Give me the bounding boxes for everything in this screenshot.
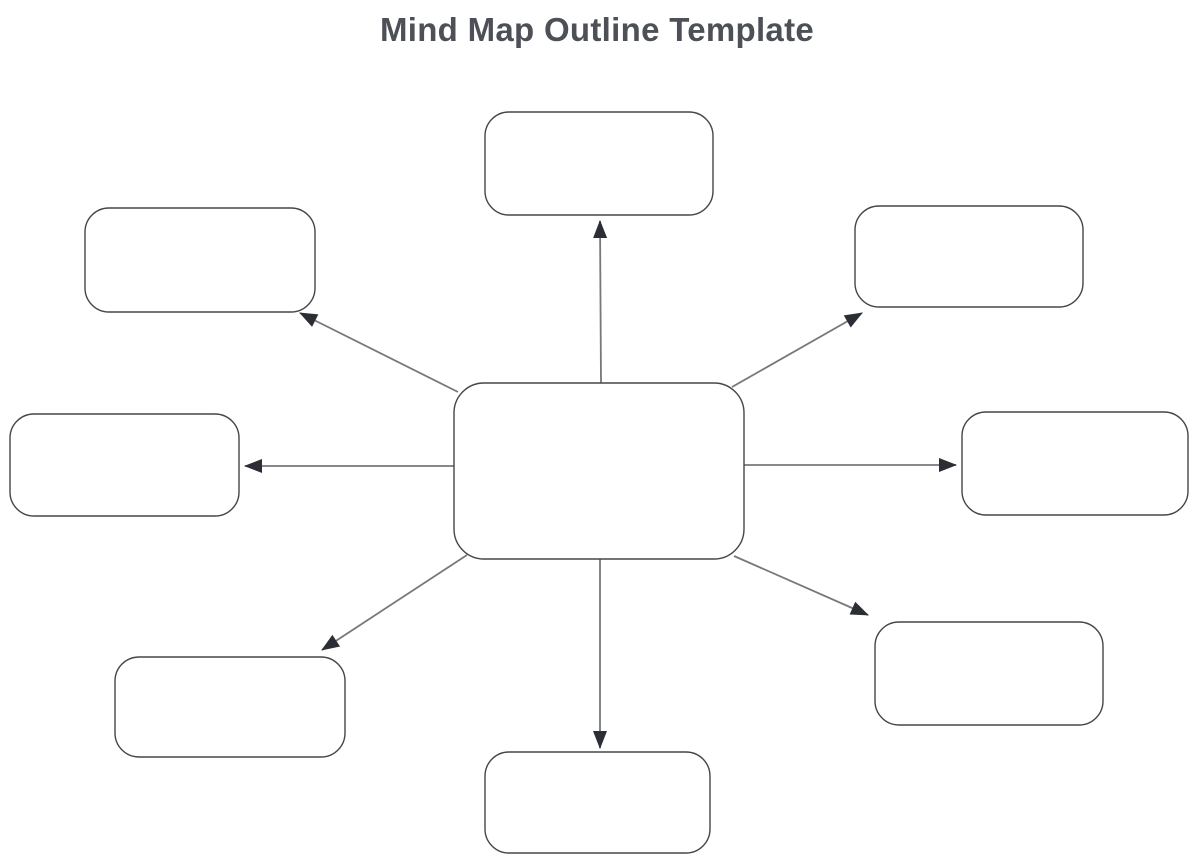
- page-title: Mind Map Outline Template: [380, 11, 814, 48]
- node-branch-left[interactable]: [9, 413, 240, 517]
- node-branch-upper-right[interactable]: [854, 205, 1084, 308]
- node-branch-upper-left[interactable]: [84, 207, 316, 313]
- node-branch-lower-left[interactable]: [114, 656, 346, 758]
- node-branch-right-box[interactable]: [961, 411, 1189, 516]
- connector-lower-left: [321, 554, 468, 651]
- node-branch-top-box[interactable]: [484, 111, 714, 216]
- node-branch-bottom[interactable]: [484, 751, 711, 854]
- node-central-topic-box[interactable]: [453, 382, 745, 560]
- node-branch-right[interactable]: [961, 411, 1189, 516]
- connector-upper-left: [299, 312, 459, 393]
- nodes: [9, 111, 1189, 854]
- node-branch-lower-left-box[interactable]: [114, 656, 346, 758]
- node-branch-bottom-box[interactable]: [484, 751, 711, 854]
- connector-lower-right: [733, 555, 869, 616]
- node-branch-top[interactable]: [484, 111, 714, 216]
- node-central-topic[interactable]: [453, 382, 745, 560]
- connectors: [244, 220, 957, 749]
- node-branch-lower-right[interactable]: [874, 621, 1104, 726]
- node-branch-upper-left-box[interactable]: [84, 207, 316, 313]
- connector-upper-right: [731, 312, 863, 388]
- node-branch-left-box[interactable]: [9, 413, 240, 517]
- node-branch-lower-right-box[interactable]: [874, 621, 1104, 726]
- connector-top: [593, 220, 608, 384]
- node-branch-upper-right-box[interactable]: [854, 205, 1084, 308]
